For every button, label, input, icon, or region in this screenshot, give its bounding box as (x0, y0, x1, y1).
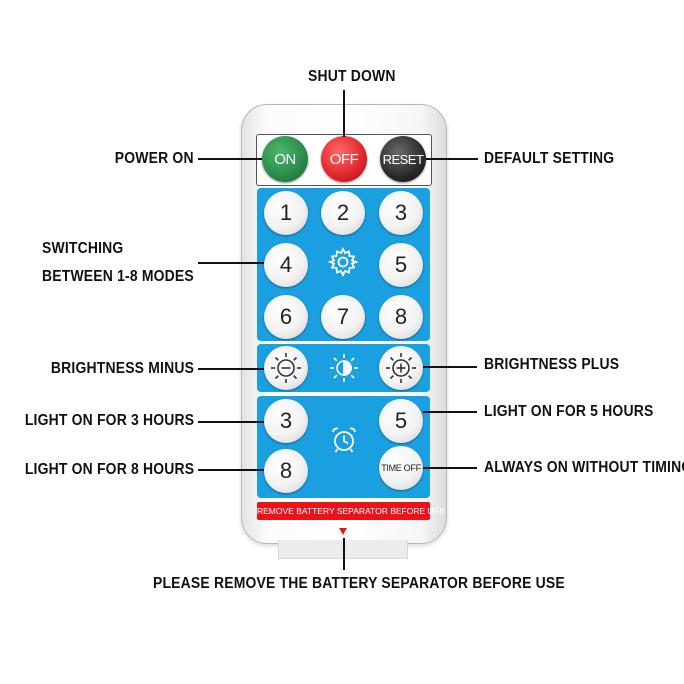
reset-button[interactable]: RESET (380, 136, 426, 182)
switching-label-line2: BETWEEN 1-8 MODES (42, 268, 194, 285)
brightness-minus-label: BRIGHTNESS MINUS (50, 360, 194, 377)
shut-down-leader (343, 90, 345, 137)
sun-plus-icon (386, 353, 416, 383)
shut-down-label: SHUT DOWN (308, 68, 396, 85)
timer-8h-button[interactable]: 8 (264, 449, 308, 493)
mode-5-button[interactable]: 5 (379, 243, 423, 287)
power-on-label: POWER ON (115, 150, 194, 167)
alarm-clock-icon (332, 427, 356, 453)
switching-label-line1: SWITCHING (42, 240, 124, 257)
half-sun-icon (330, 354, 358, 382)
battery-separator-strip: REMOVE BATTERY SEPARATOR BEFORE USE (257, 502, 445, 520)
brightness-minus-leader (198, 368, 264, 370)
mode-7-button[interactable]: 7 (321, 295, 365, 339)
timer-3h-button[interactable]: 3 (264, 399, 308, 443)
battery-note-label: PLEASE REMOVE THE BATTERY SEPARATOR BEFO… (153, 575, 565, 592)
sun-minus-icon (271, 353, 301, 383)
mode-4-button[interactable]: 4 (264, 243, 308, 287)
light-5h-label: LIGHT ON FOR 5 HOURS (484, 403, 654, 420)
mode-8-button[interactable]: 8 (379, 295, 423, 339)
down-arrow-icon (339, 528, 347, 535)
mode-3-button[interactable]: 3 (379, 191, 423, 235)
time-off-button[interactable]: TIME OFF (379, 446, 423, 490)
mode-6-button[interactable]: 6 (264, 295, 308, 339)
mode-2-button[interactable]: 2 (321, 191, 365, 235)
light-8h-label: LIGHT ON FOR 8 HOURS (24, 461, 194, 478)
brightness-plus-leader (423, 366, 477, 368)
always-on-label: ALWAYS ON WITHOUT TIMING (484, 459, 684, 476)
default-setting-label: DEFAULT SETTING (484, 150, 615, 167)
battery-leader (343, 538, 345, 570)
always-on-leader (423, 467, 477, 469)
switching-leader (198, 262, 264, 264)
light-5h-leader (423, 411, 477, 413)
light-3h-label: LIGHT ON FOR 3 HOURS (24, 412, 194, 429)
power-on-leader (198, 158, 262, 160)
light-8h-leader (198, 469, 264, 471)
on-button[interactable]: ON (262, 136, 308, 182)
default-setting-leader (426, 158, 478, 160)
mode-1-button[interactable]: 1 (264, 191, 308, 235)
off-button[interactable]: OFF (321, 136, 367, 182)
light-3h-leader (198, 421, 264, 423)
timer-5h-button[interactable]: 5 (379, 399, 423, 443)
gear-icon (327, 246, 359, 278)
brightness-plus-label: BRIGHTNESS PLUS (484, 356, 620, 373)
